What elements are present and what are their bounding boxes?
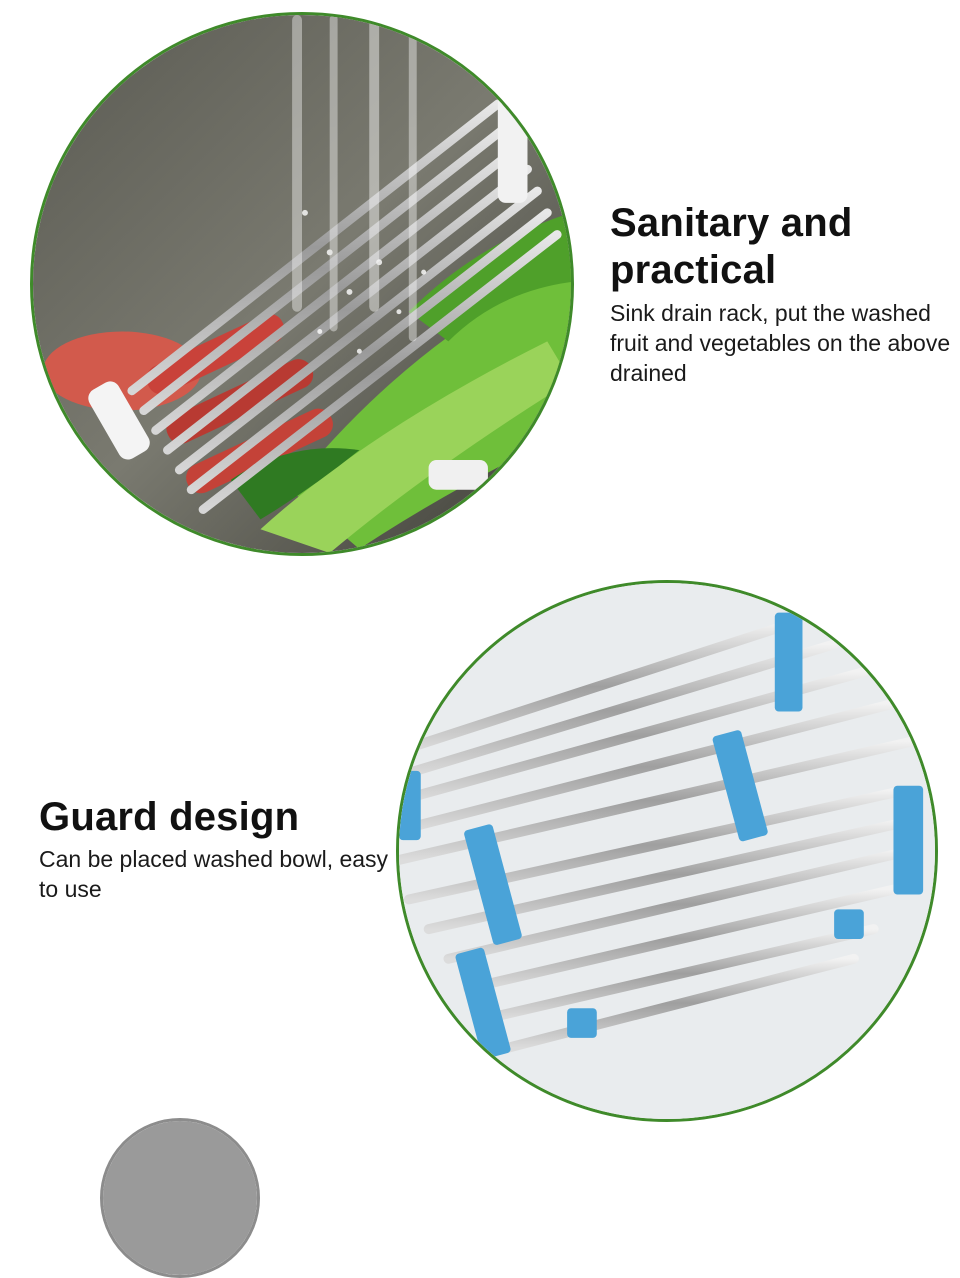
next-product-photo [100,1118,260,1278]
rolled-rack-closeup-illustration [399,583,935,1119]
section-title-sanitary: Sanitary and practical [610,201,853,292]
drain-rack-washing-photo [30,12,574,556]
next-product-illustration [103,1121,257,1275]
section-title-guard: Guard design [39,795,300,839]
section-description-sanitary: Sink drain rack, put the washed fruit an… [610,300,951,386]
drain-rack-washing-illustration [33,15,571,553]
section-description-guard: Can be placed washed bowl, easy to use [39,846,389,902]
rolled-rack-closeup-photo [396,580,938,1122]
